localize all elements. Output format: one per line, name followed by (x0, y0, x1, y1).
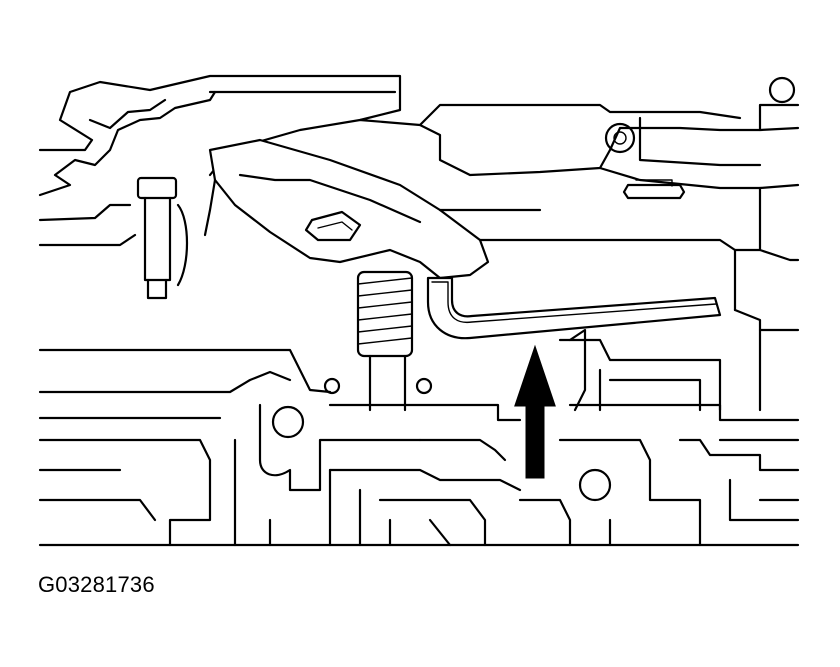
figure-code: G03281736 (38, 572, 155, 597)
arrow-icon (509, 335, 561, 482)
detent-spring (356, 270, 414, 412)
upper-housing (38, 74, 800, 247)
detent-lever (203, 138, 542, 280)
hook-tool (426, 276, 722, 340)
valve-body-passages (38, 348, 800, 547)
left-bolt (136, 176, 189, 300)
right-block (478, 186, 800, 412)
